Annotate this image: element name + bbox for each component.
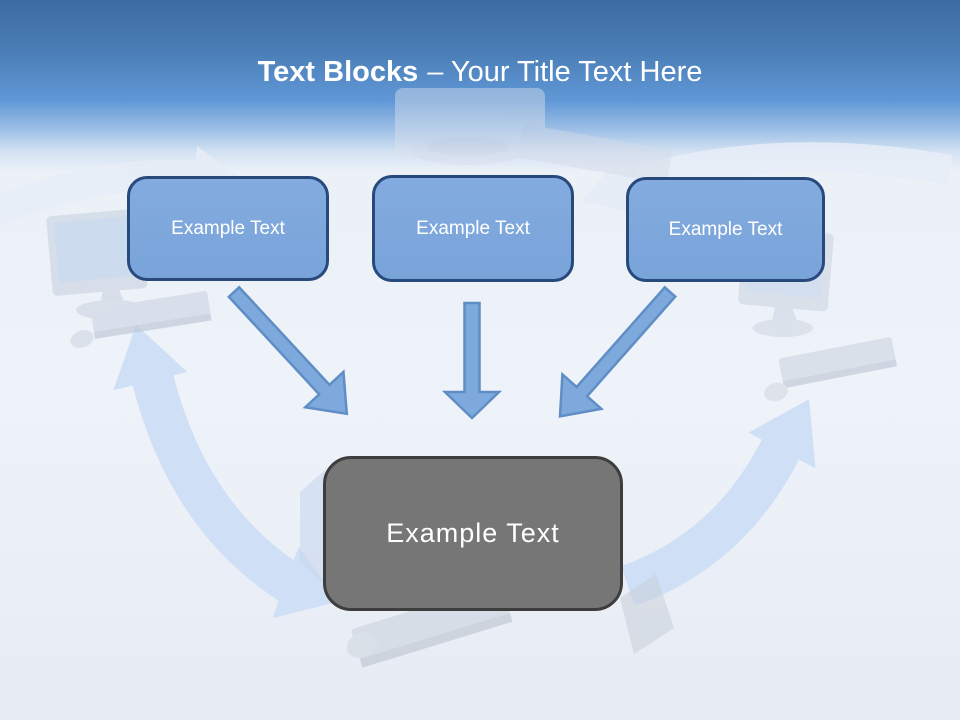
text-block-3[interactable]: Example Text (626, 177, 825, 282)
text-block-2[interactable]: Example Text (372, 175, 574, 282)
slide-title-bold: Text Blocks (257, 56, 419, 88)
text-block-1[interactable]: Example Text (127, 176, 329, 281)
ghost-workstation-left (46, 208, 212, 348)
slide-title: Text Blocks– Your Title Text Here (0, 52, 960, 92)
center-block[interactable]: Example Text (323, 456, 623, 611)
slide-title-rest: – Your Title Text Here (427, 56, 703, 88)
ghost-cycle-arrow-left-icon (113, 324, 339, 619)
ghost-cycle-arrow-top-right-icon (581, 142, 953, 214)
arrow-block3-to-center-icon[interactable] (541, 275, 690, 434)
arrow-block1-to-center-icon[interactable] (215, 274, 366, 431)
arrow-block2-to-center-icon[interactable] (441, 301, 503, 420)
ghost-cycle-arrow-right-icon (620, 399, 816, 606)
ghost-workstation-top (395, 88, 672, 184)
